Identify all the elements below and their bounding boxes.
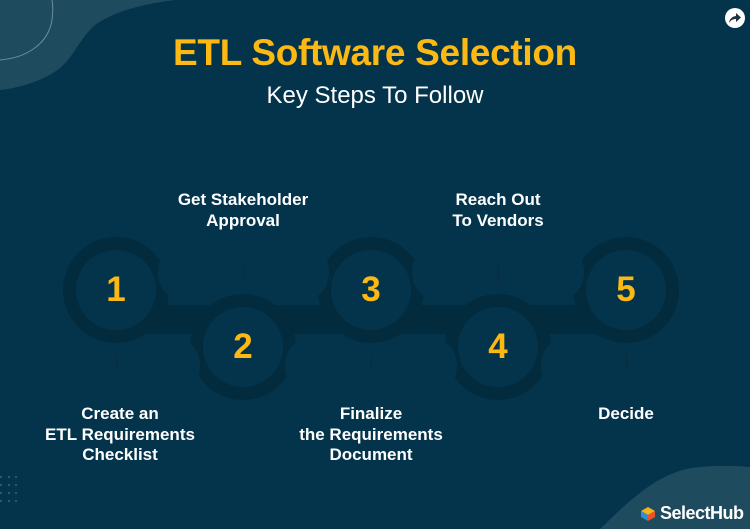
- step-3-tick: [371, 355, 372, 369]
- share-button[interactable]: [725, 8, 745, 28]
- step-1-disc: [76, 250, 156, 330]
- step-1-label: Create an ETL Requirements Checklist: [45, 404, 195, 464]
- logo-text: SelectHub: [660, 503, 744, 523]
- step-3-label: Finalize the Requirements Document: [299, 404, 443, 464]
- top-left-blob: [0, 0, 175, 90]
- bottom-right-blob: [600, 465, 750, 529]
- step-2-label: Get Stakeholder Approval: [177, 190, 309, 230]
- selecthub-logo: SelectHub: [640, 503, 744, 524]
- step-5-number: 5: [616, 270, 636, 309]
- share-arrow-icon: [729, 13, 741, 23]
- dot-grid-decoration: [0, 476, 20, 506]
- step-3-number: 3: [361, 270, 381, 309]
- step-5-tick: [626, 355, 627, 369]
- step-1-tick: [116, 355, 117, 369]
- step-4-tick: [498, 265, 499, 279]
- step-3-disc: [331, 250, 411, 330]
- page-subtitle: Key Steps To Follow: [266, 82, 484, 109]
- top-left-arc: [0, 0, 54, 61]
- step-5-disc: [586, 250, 666, 330]
- step-4-number: 4: [488, 327, 508, 366]
- selecthub-cube-icon: [641, 506, 655, 521]
- page-title: ETL Software Selection: [173, 32, 577, 73]
- step-2-number: 2: [233, 327, 253, 366]
- step-4-label: Reach Out To Vendors: [452, 190, 544, 230]
- step-2-disc: [203, 307, 283, 387]
- step-2-tick: [243, 265, 244, 279]
- step-1-number: 1: [106, 270, 126, 309]
- step-5-label: Decide: [598, 404, 654, 423]
- step-4-disc: [458, 307, 538, 387]
